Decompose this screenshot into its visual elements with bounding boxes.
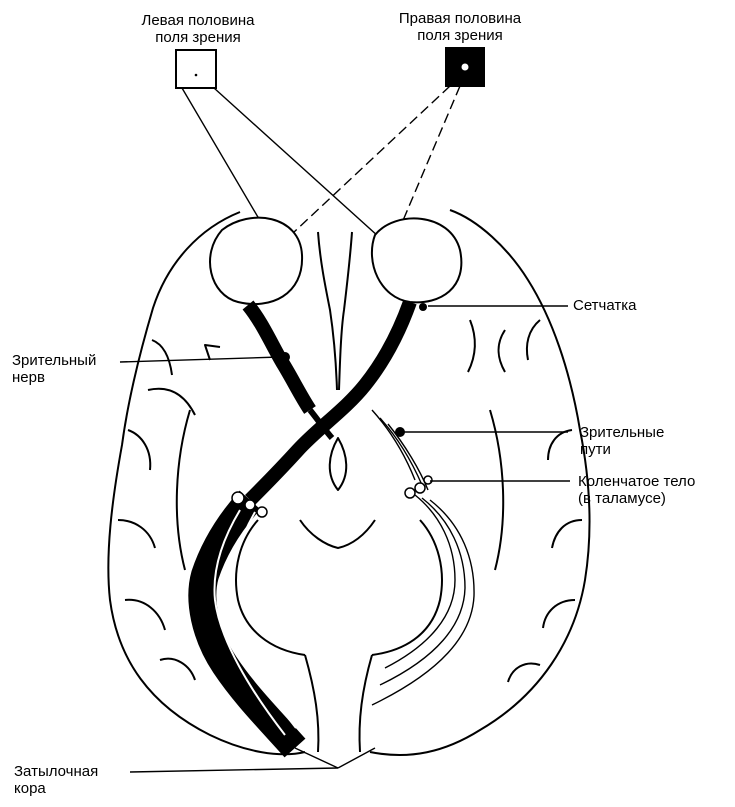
- right-eyeball: [370, 217, 463, 304]
- retina-label: Сетчатка: [573, 297, 637, 314]
- optic-tracts-label: Зрительные пути: [580, 424, 665, 458]
- optic-nerve-tracts: [188, 299, 417, 758]
- eyeballs: [209, 216, 463, 306]
- optic-tract-marker: [395, 427, 405, 437]
- left-visual-field-square: [175, 49, 217, 89]
- right-visual-field-square: [445, 47, 485, 87]
- occipital-cortex-label: Затылочная кора: [14, 763, 99, 797]
- optic-nerve-marker: [280, 352, 290, 362]
- geniculate-body-label: Коленчатое тело (в таламусе): [578, 473, 696, 507]
- geniculate-bodies: [231, 475, 433, 518]
- right-optic-radiation: [371, 409, 475, 706]
- label-leader-lines: [119, 305, 570, 773]
- left-field-stimulus-dot: [194, 73, 198, 77]
- retina-marker: [419, 303, 427, 311]
- right-visual-field-label: Правая половина поля зрения: [398, 10, 522, 44]
- optic-nerve-label: Зрительный нерв: [12, 352, 97, 386]
- left-eyeball: [209, 216, 304, 306]
- left-visual-field-label: Левая половина поля зрения: [141, 12, 255, 46]
- brain-outline: [107, 209, 591, 757]
- right-field-stimulus-dot: [461, 63, 469, 71]
